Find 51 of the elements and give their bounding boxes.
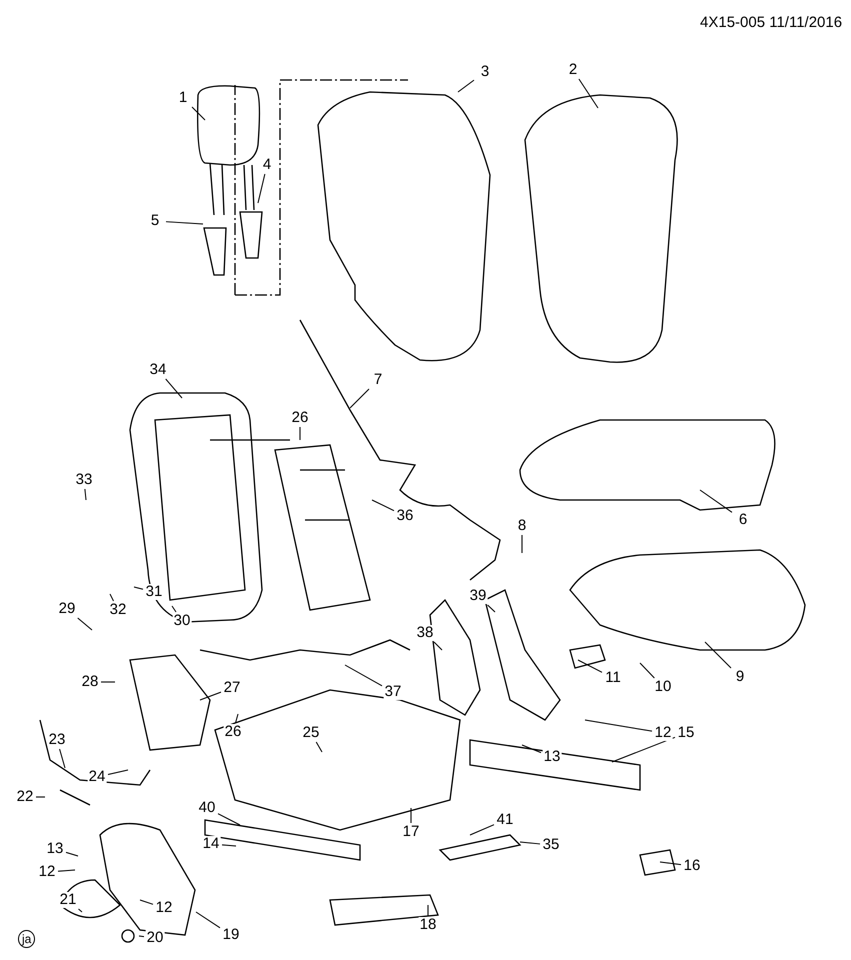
callout-number: 39 [468,588,488,604]
leader-line [640,662,655,678]
leader-line [584,720,652,732]
leader-line [316,742,322,752]
callout-number: 21 [58,892,78,908]
leader-line [350,388,370,408]
leader-line [470,824,494,836]
leader-line [84,488,86,500]
leader-line [36,796,46,798]
leader-line [522,744,542,754]
leader-line [434,642,442,650]
leader-line [578,78,598,108]
callout-number: 31 [144,584,164,600]
leader-line [200,692,222,700]
leader-line [196,912,220,928]
leader-line [235,714,238,724]
leader-line [134,586,144,590]
leader-line [108,770,128,776]
leader-line [612,736,676,762]
leader-line [110,594,114,602]
leader-line [66,852,78,856]
leader-line [700,490,732,513]
leader-line [520,842,540,844]
leader-line [58,870,76,872]
leader-line [166,221,204,224]
leader-line [578,660,602,673]
leader-line [138,936,144,938]
callout-number: 38 [416,625,434,641]
leader-line [140,900,154,905]
leader-line [487,604,496,612]
leader-line [458,80,474,92]
leader-line [410,808,412,824]
leader-line [165,378,182,398]
leader-line [344,664,382,686]
callout-number: 12 [654,725,672,741]
callout-number: 24 [88,769,106,785]
leader-line [78,908,82,912]
callout-number: 23 [48,732,66,748]
leader-line [222,844,236,846]
leader-line [172,606,176,612]
leader-line [372,500,394,512]
illustrator-initials: ja [18,930,36,948]
leader-line [59,748,66,768]
diagram-code-date: 4X15-005 11/11/2016 [700,14,842,31]
leader-line [660,862,682,866]
callout-number: 37 [384,684,402,700]
leader-line [218,813,240,826]
leader-line [704,642,732,668]
leader-line [77,618,92,630]
leader-line [192,106,206,120]
leader-line [258,174,266,204]
